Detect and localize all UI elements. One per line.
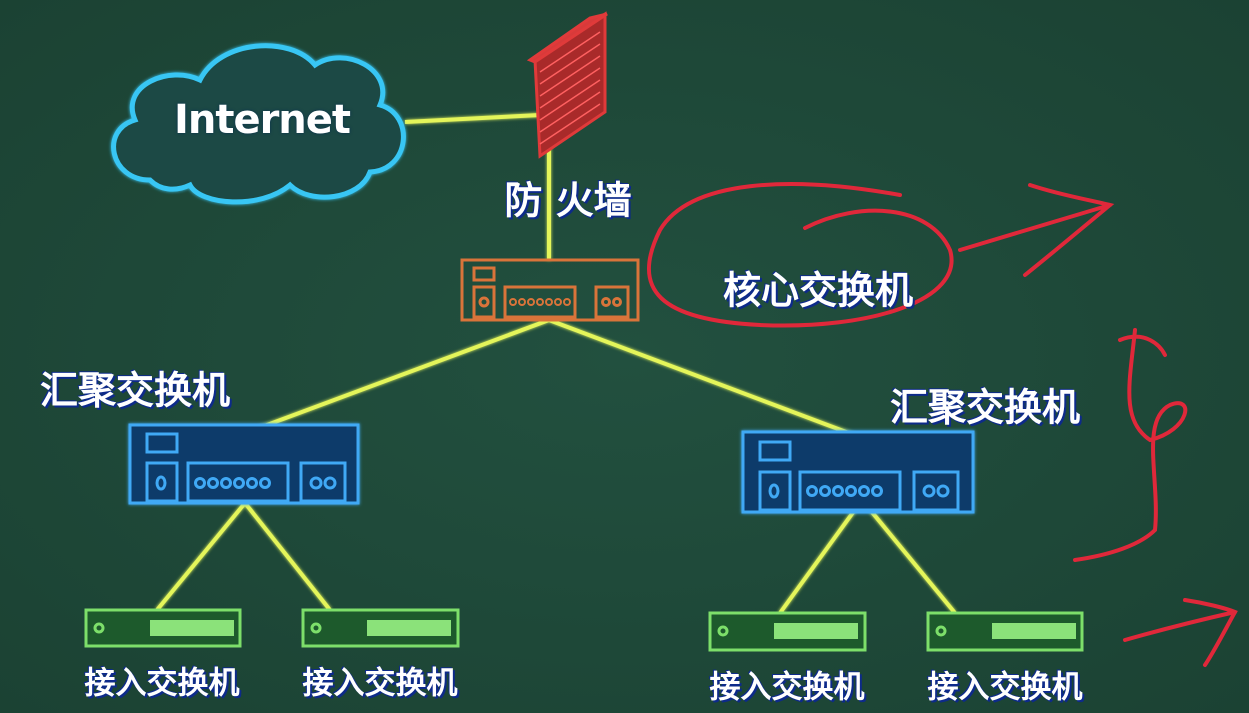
link-agg-right-access-3 [778,498,864,615]
access-switch-3-label: 接入交换机 [709,669,865,706]
core-switch-icon [460,258,640,322]
link-core-agg-right [548,318,863,440]
access-switch-2-icon [301,608,460,648]
firewall-icon [526,11,608,159]
access-switch-2-label: 接入交换机 [302,665,458,702]
aggregation-switch-right-icon [741,430,975,514]
links [155,113,957,615]
arrow-annotation-top [958,183,1115,277]
curly-arrow-annotation [1073,328,1188,562]
link-agg-right-access-4 [860,498,957,615]
core-switch-circle-annotation [646,182,954,328]
access-switch-4-label: 接入交换机 [927,669,1083,706]
access-switch-3-icon [708,611,867,652]
internet-label: Internet [173,97,351,143]
aggregation-switch-left-label: 汇聚交换机 [39,368,231,413]
access-switch-4-icon [926,611,1084,652]
access-switch-1-icon [84,608,242,648]
aggregation-switch-right-label: 汇聚交换机 [889,385,1081,430]
internet-cloud-icon [111,43,406,205]
core-switch-label: 核心交换机 [722,268,914,313]
link-agg-left-access-1 [155,501,247,612]
hand-annotations [646,182,1238,667]
access-switch-1-label: 接入交换机 [84,665,240,702]
arrow-annotation-bottom [1123,598,1238,667]
link-core-agg-left [239,318,550,437]
aggregation-switch-left-icon [128,423,360,505]
access-switches [84,608,1084,652]
link-internet-firewall [404,113,541,124]
link-agg-left-access-2 [243,501,332,612]
firewall-label: 防 火墙 [504,178,632,223]
